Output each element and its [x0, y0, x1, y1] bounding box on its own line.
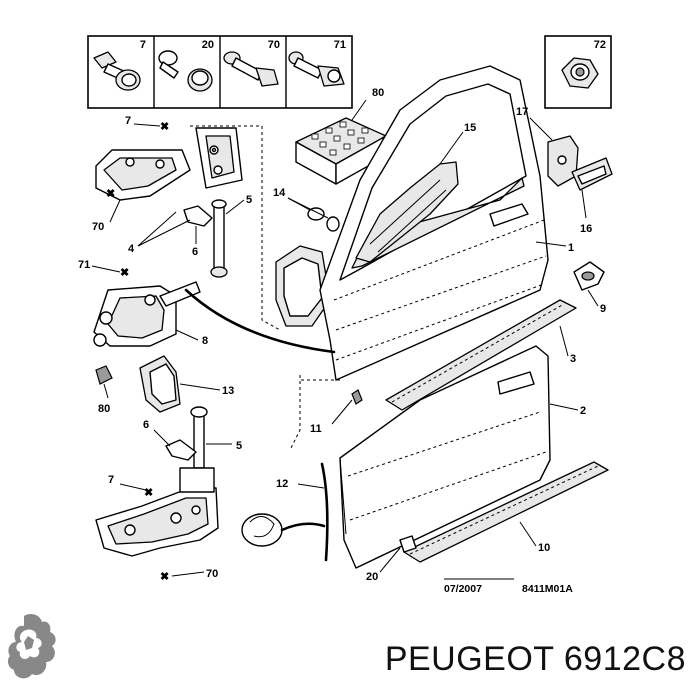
callout-5-upper: 5: [246, 194, 252, 206]
callout-11: 11: [310, 423, 322, 435]
upper-hinge-icon: [95, 127, 243, 201]
box-number-20: 20: [202, 39, 214, 51]
clip-20-icon: [158, 50, 213, 92]
callout-17: 17: [516, 106, 528, 118]
box-number-72: 72: [594, 39, 606, 51]
star-marker: ✖: [120, 267, 129, 279]
lower-hinge-bracket-icon: [95, 467, 219, 557]
product-caption: PEUGEOT 6912C8: [384, 640, 686, 678]
seal-12-icon: [320, 462, 329, 562]
callout-13: 13: [222, 385, 234, 397]
nut-72-icon: [561, 57, 599, 89]
callout-3: 3: [570, 353, 576, 365]
callout-6-upper: 6: [192, 246, 198, 258]
callout-10: 10: [538, 542, 550, 554]
clip-9-icon: [573, 261, 605, 291]
callout-5-lower: 5: [236, 440, 242, 452]
callout-15: 15: [464, 122, 476, 134]
pad-80-icon: [95, 365, 113, 385]
hinge-pin-lower-icon: [190, 406, 208, 469]
callout-71: 71: [78, 259, 90, 271]
assembly-guides: [190, 125, 340, 451]
nut-box-72: 72: [544, 35, 612, 109]
callout-7-lower: 7: [108, 474, 114, 486]
diagram-footer: 07/2007 8411M01A: [444, 578, 573, 595]
striker-16-icon: [571, 157, 613, 191]
star-marker: ✖: [106, 188, 115, 200]
door-inner-bracket-icon: [275, 245, 331, 327]
pin-11-icon: [351, 389, 363, 405]
lock-17-icon: [547, 135, 579, 187]
box-number-70: 70: [268, 39, 280, 51]
lower-hinge-71-icon: [93, 281, 201, 347]
seal-clip-detail-icon: [241, 513, 283, 547]
clip-20-lower-icon: [399, 535, 417, 553]
callout-20: 20: [366, 571, 378, 583]
hinge-clip-upper-icon: [183, 205, 213, 227]
hinge-clip-lower-icon: [165, 439, 197, 461]
hinge-pin-upper-icon: [210, 199, 228, 278]
trim-strip-10-icon: [403, 461, 609, 563]
callout-9: 9: [600, 303, 606, 315]
callout-1: 1: [568, 242, 574, 254]
bolt-71-icon: [288, 51, 345, 87]
fastener-box-group: 7 20 70 71: [87, 35, 353, 109]
callout-80-upper: 80: [372, 87, 384, 99]
box-number-71: 71: [334, 39, 346, 51]
peugeot-lion-logo-icon: [7, 614, 56, 679]
door-outer-panel: [339, 345, 551, 569]
footer-diagram-code: 8411M01A: [522, 583, 573, 595]
grommet-13-icon: [139, 355, 181, 413]
footer-date: 07/2007: [444, 583, 482, 595]
callout-12: 12: [276, 478, 288, 490]
box-number-7: 7: [140, 39, 146, 51]
callout-70-lower: 70: [206, 568, 218, 580]
bolt-70-icon: [223, 51, 279, 87]
callout-7-upper: 7: [125, 115, 131, 127]
star-marker: ✖: [160, 571, 169, 583]
callout-4: 4: [128, 243, 135, 255]
callout-80-lower: 80: [98, 403, 110, 415]
callout-70-upper: 70: [92, 221, 104, 233]
callout-2: 2: [580, 405, 586, 417]
callout-16: 16: [580, 223, 592, 235]
callout-8: 8: [202, 335, 208, 347]
callout-14: 14: [273, 187, 286, 199]
star-marker: ✖: [160, 121, 169, 133]
bolt-7-icon: [93, 51, 141, 91]
part-14-rings-icon: [307, 207, 340, 232]
star-marker: ✖: [144, 487, 153, 499]
trim-strip-3-icon: [385, 299, 577, 411]
front-door-frame: [319, 65, 549, 381]
callout-6-lower: 6: [143, 419, 149, 431]
